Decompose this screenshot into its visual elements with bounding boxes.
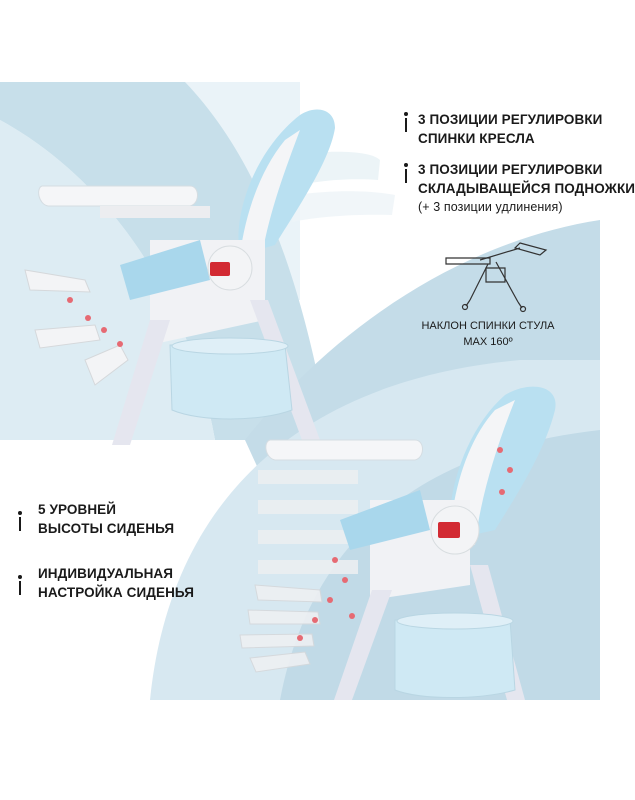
bullet-marker	[404, 112, 408, 132]
feature-note: (+ 3 позиции удлинения)	[418, 200, 563, 214]
feature-line: 3 ПОЗИЦИИ РЕГУЛИРОВКИ	[418, 112, 603, 127]
bullet-marker	[404, 163, 408, 183]
feature-line: 5 УРОВНЕЙ	[38, 502, 117, 517]
seat-cushion	[340, 490, 430, 550]
feature-line: НАСТРОЙКА СИДЕНЬЯ	[38, 585, 195, 600]
feature-backrest-positions: 3 ПОЗИЦИИ РЕГУЛИРОВКИ СПИНКИ КРЕСЛА	[418, 110, 602, 148]
top-chair	[24, 109, 395, 445]
tray	[265, 439, 423, 461]
red-knob	[210, 262, 230, 276]
ghost-footrests	[239, 584, 323, 673]
feature-seat-heights: 5 УРОВНЕЙ ВЫСОТЫ СИДЕНЬЯ	[38, 500, 174, 538]
leg-front	[334, 590, 392, 700]
recline-chair-icon	[445, 242, 548, 313]
caption-line: НАКЛОН СПИНКИ СТУЛА	[421, 320, 555, 332]
tray	[38, 185, 198, 207]
recline-caption: НАКЛОН СПИНКИ СТУЛА MAX 160º	[404, 318, 572, 350]
bullet-marker	[18, 575, 22, 595]
feature-line: СПИНКИ КРЕСЛА	[418, 131, 535, 146]
basket-rim	[171, 337, 289, 355]
feature-line: ИНДИВИДУАЛЬНАЯ	[38, 566, 174, 581]
feature-line: ВЫСОТЫ СИДЕНЬЯ	[38, 521, 175, 536]
basket	[169, 344, 293, 420]
ghost-backrest-2	[292, 191, 395, 222]
basket-rim	[396, 612, 514, 630]
red-knob	[438, 522, 460, 538]
footrest-holes	[297, 447, 513, 641]
ghost-trays	[258, 470, 358, 574]
basket	[394, 619, 516, 698]
chair-illustrations	[24, 109, 556, 700]
footrest-3	[84, 344, 129, 386]
caption-line: MAX 160º	[463, 336, 513, 348]
bullet-marker	[18, 511, 22, 531]
bottom-chair	[239, 386, 556, 700]
footrest-holes	[67, 297, 123, 347]
tray-arm	[100, 206, 210, 218]
leg-front	[112, 320, 170, 445]
footrest-1	[24, 269, 91, 293]
product-infographic: 3 ПОЗИЦИИ РЕГУЛИРОВКИ СПИНКИ КРЕСЛА 3 ПО…	[0, 82, 635, 700]
feature-line: 3 ПОЗИЦИИ РЕГУЛИРОВКИ	[418, 162, 603, 177]
footrest-2	[34, 324, 101, 349]
feature-footrest-positions: 3 ПОЗИЦИИ РЕГУЛИРОВКИ СКЛАДЫВАЩЕЙСЯ ПОДН…	[418, 160, 635, 217]
backrest-frame	[240, 130, 300, 255]
seat-cushion	[120, 240, 210, 300]
feature-seat-adjustment: ИНДИВИДУАЛЬНАЯ НАСТРОЙКА СИДЕНЬЯ	[38, 564, 194, 602]
feature-line: СКЛАДЫВАЩЕЙСЯ ПОДНОЖКИ	[418, 181, 635, 196]
